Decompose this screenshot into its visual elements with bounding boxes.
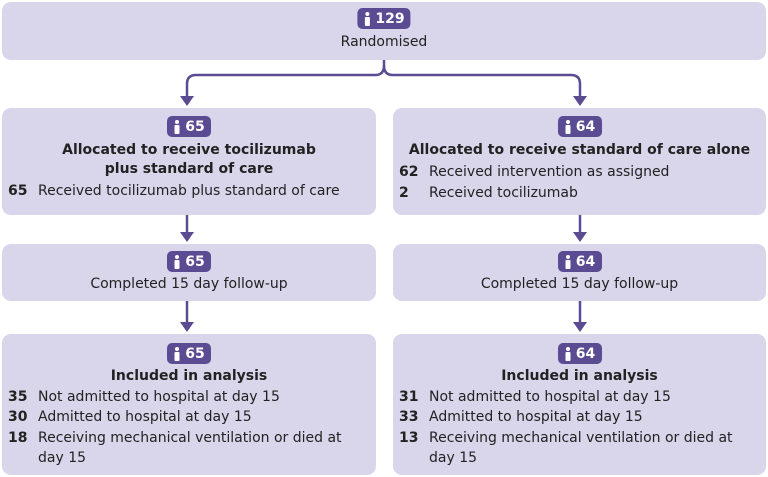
row-text: Admitted to hospital at day 15 (429, 408, 643, 427)
row-count: 2 (399, 184, 429, 203)
left-analysis-box: 65 Included in analysis 35 Not admitted … (2, 334, 376, 475)
person-icon (363, 12, 371, 26)
right-followup-label: Completed 15 day follow-up (393, 276, 766, 292)
row-count: 30 (8, 408, 38, 427)
randomised-count: 129 (375, 12, 404, 26)
person-icon (173, 347, 181, 361)
row-text: Receiving mechanical ventilation or died… (38, 429, 342, 448)
row-text: Received tocilizumab (429, 184, 578, 203)
list-item: 31 Not admitted to hospital at day 15 (399, 388, 671, 407)
left-allocation-title-line2: plus standard of care (2, 160, 376, 179)
person-icon (564, 120, 572, 134)
row-count: 35 (8, 388, 38, 407)
randomised-box: 129 Randomised (2, 2, 766, 60)
list-item: 65 Received tocilizumab plus standard of… (8, 182, 340, 201)
right-followup-box: 64 Completed 15 day follow-up (393, 244, 766, 301)
list-item: 35 Not admitted to hospital at day 15 (8, 388, 280, 407)
row-count: 31 (399, 388, 429, 407)
left-analysis-count: 65 (185, 347, 204, 361)
count-badge: 65 (167, 343, 211, 364)
row-text: Receiving mechanical ventilation or died… (429, 429, 733, 448)
list-item-continuation: day 15 (38, 449, 86, 468)
list-item: 2 Received tocilizumab (399, 184, 578, 203)
list-item-continuation: day 15 (429, 449, 477, 468)
left-analysis-title: Included in analysis (2, 367, 376, 386)
row-count: 13 (399, 429, 429, 448)
row-text: day 15 (429, 449, 477, 468)
split-connector (187, 60, 384, 100)
count-badge: 64 (558, 343, 602, 364)
list-item: 62 Received intervention as assigned (399, 163, 669, 182)
list-item: 33 Admitted to hospital at day 15 (399, 408, 643, 427)
person-icon (173, 255, 181, 269)
row-text: Received intervention as assigned (429, 163, 669, 182)
right-analysis-title: Included in analysis (393, 367, 766, 386)
row-text: Received tocilizumab plus standard of ca… (38, 182, 340, 201)
right-allocation-box: 64 Allocated to receive standard of care… (393, 108, 766, 215)
right-analysis-box: 64 Included in analysis 31 Not admitted … (393, 334, 766, 475)
list-item: 18 Receiving mechanical ventilation or d… (8, 429, 342, 448)
left-followup-box: 65 Completed 15 day follow-up (2, 244, 376, 301)
right-allocation-count: 64 (576, 120, 595, 134)
count-badge: 65 (167, 251, 211, 272)
right-followup-count: 64 (576, 255, 595, 269)
row-text: day 15 (38, 449, 86, 468)
person-icon (564, 255, 572, 269)
left-allocation-box: 65 Allocated to receive tocilizumab plus… (2, 108, 376, 215)
row-text: Admitted to hospital at day 15 (38, 408, 252, 427)
row-text: Not admitted to hospital at day 15 (38, 388, 280, 407)
row-count: 33 (399, 408, 429, 427)
row-count: 65 (8, 182, 38, 201)
count-badge: 129 (357, 8, 410, 29)
arrowhead-icon (180, 96, 194, 106)
left-allocation-count: 65 (185, 120, 204, 134)
count-badge: 64 (558, 251, 602, 272)
left-allocation-title-line1: Allocated to receive tocilizumab (2, 141, 376, 160)
row-count: 62 (399, 163, 429, 182)
count-badge: 64 (558, 116, 602, 137)
list-item: 30 Admitted to hospital at day 15 (8, 408, 252, 427)
count-badge: 65 (167, 116, 211, 137)
right-allocation-title: Allocated to receive standard of care al… (393, 141, 766, 160)
left-followup-label: Completed 15 day follow-up (2, 276, 376, 292)
list-item: 13 Receiving mechanical ventilation or d… (399, 429, 733, 448)
person-icon (173, 120, 181, 134)
person-icon (564, 347, 572, 361)
left-followup-count: 65 (185, 255, 204, 269)
row-text: Not admitted to hospital at day 15 (429, 388, 671, 407)
randomised-label: Randomised (2, 34, 766, 50)
row-count: 18 (8, 429, 38, 448)
right-analysis-count: 64 (576, 347, 595, 361)
